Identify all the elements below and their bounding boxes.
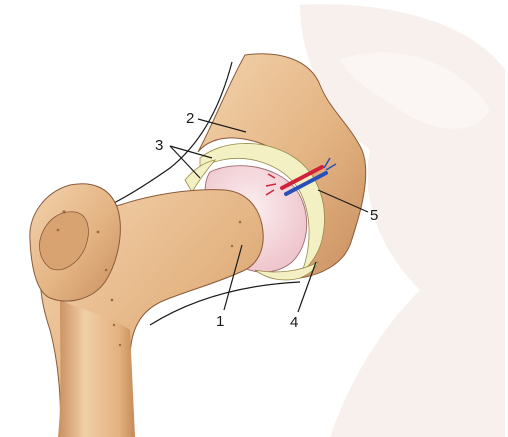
label-3: 3	[155, 137, 163, 154]
label-1: 1	[216, 313, 224, 330]
label-4: 4	[290, 314, 298, 331]
label-2: 2	[186, 110, 194, 127]
label-5: 5	[370, 207, 378, 224]
